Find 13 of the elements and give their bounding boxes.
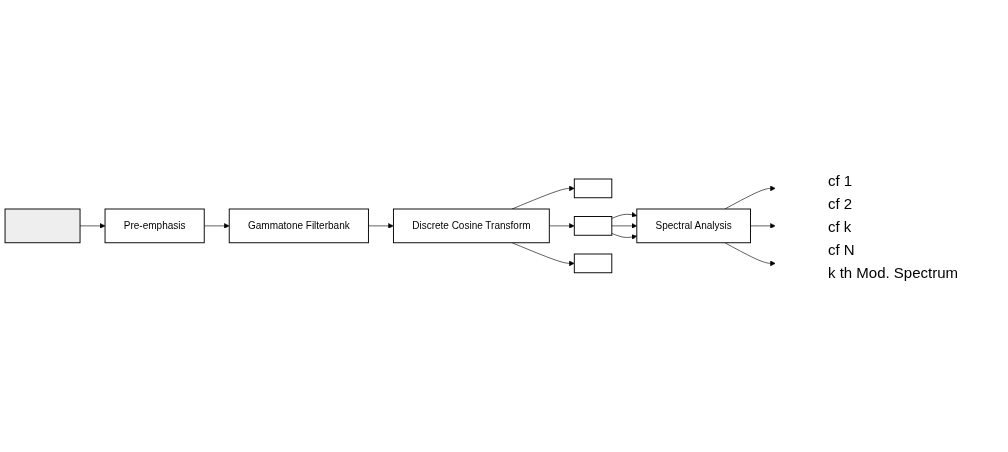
label-text: cf k xyxy=(828,217,853,235)
label-text: cf N xyxy=(828,240,856,258)
node-box: Discrete Cosine Transform xyxy=(392,208,550,244)
node-box: Gammatone Filterbank xyxy=(228,208,369,244)
node-box: Pre-emphasis xyxy=(104,208,205,244)
node-picture xyxy=(4,208,81,244)
label-text: cf 1 xyxy=(828,171,854,189)
label-text: cf 2 xyxy=(828,194,854,212)
node-box: Spectral Analysis xyxy=(636,208,751,244)
node-bar xyxy=(573,216,613,236)
node-bar xyxy=(573,253,613,274)
node-bar xyxy=(573,178,613,199)
label-text: k th Mod. Spectrum xyxy=(828,263,960,281)
